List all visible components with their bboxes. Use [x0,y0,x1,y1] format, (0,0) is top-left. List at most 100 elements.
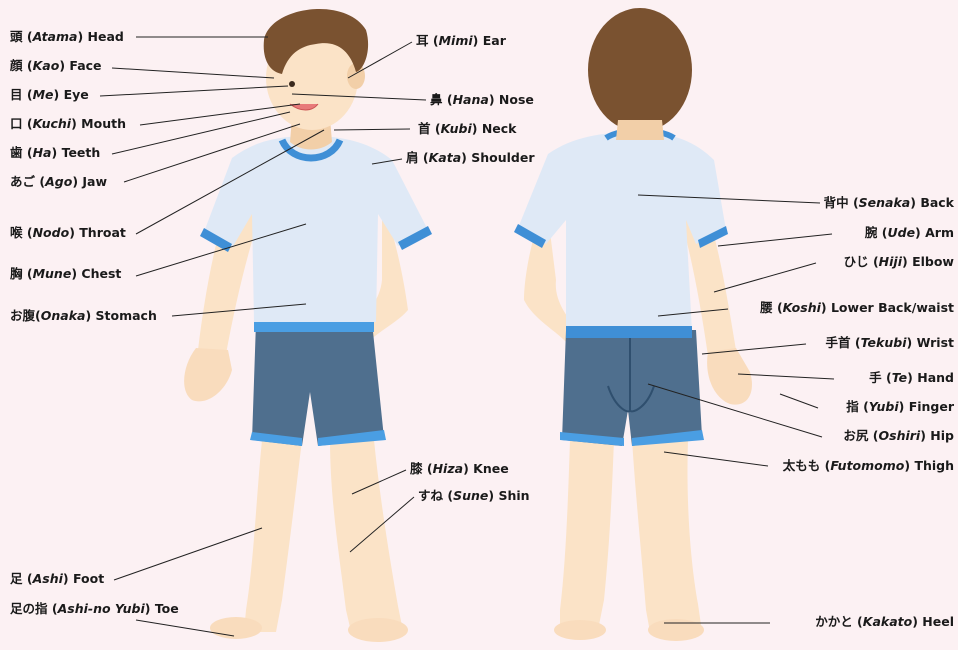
label-teeth-romaji: Ha [33,145,52,160]
leader-line-mouth [140,104,300,125]
label-teeth: 歯 (Ha) Teeth [10,145,100,161]
label-throat-romaji: Nodo [33,225,70,240]
leader-line-hand [738,374,834,379]
back-head [588,8,692,132]
front-right-foot [348,618,408,642]
back-right-foot [648,619,704,641]
label-knee-jp: 膝 [410,461,423,476]
label-foot: 足 (Ashi) Foot [10,571,104,587]
label-teeth-jp: 歯 [10,145,23,160]
label-jaw-en: Jaw [82,174,107,189]
label-toe-romaji: Ashi-no Yubi [58,601,145,616]
label-arm-jp: 腕 [865,225,878,240]
label-toe-jp: 足の指 [10,601,48,616]
leader-line-elbow [714,263,816,292]
label-jaw: あご (Ago) Jaw [10,174,107,190]
label-hip: お尻 (Oshiri) Hip [843,428,954,444]
label-heel-romaji: Kakato [863,614,912,629]
label-chest-jp: 胸 [10,266,23,281]
label-shin-jp: すね [418,488,443,503]
label-face-en: Face [69,58,101,73]
label-throat-en: Throat [79,225,126,240]
label-foot-en: Foot [73,571,104,586]
label-back-jp: 背中 [824,195,849,210]
leader-line-face [112,68,274,78]
label-eye-romaji: Me [33,87,54,102]
label-knee: 膝 (Hiza) Knee [410,461,509,477]
label-nose-jp: 鼻 [430,92,443,107]
label-arm-en: Arm [925,225,954,240]
label-eye: 目 (Me) Eye [10,87,89,103]
label-nose-romaji: Hana [453,92,489,107]
label-thigh-jp: 太もも [783,458,821,473]
label-wrist-romaji: Tekubi [861,335,907,350]
label-back: 背中 (Senaka) Back [824,195,954,211]
back-right-hand [707,348,752,405]
back-waist-trim [566,326,692,338]
label-heel: かかと (Kakato) Heel [815,614,954,630]
label-throat: 喉 (Nodo) Throat [10,225,126,241]
leader-line-foot [114,528,262,580]
label-elbow: ひじ (Hiji) Elbow [844,254,954,270]
label-hip-jp: お尻 [843,428,868,443]
label-hand-romaji: Te [892,370,907,385]
label-foot-jp: 足 [10,571,23,586]
label-knee-en: Knee [473,461,509,476]
back-left-leg [560,440,614,630]
label-shin: すね (Sune) Shin [418,488,530,504]
label-arm: 腕 (Ude) Arm [865,225,954,241]
label-finger: 指 (Yubi) Finger [846,399,954,415]
label-finger-jp: 指 [846,399,859,414]
label-lower-back-romaji: Koshi [783,300,821,315]
front-eye [289,81,295,87]
label-chest-romaji: Mune [33,266,72,281]
label-thigh-en: Thigh [914,458,954,473]
label-elbow-en: Elbow [912,254,954,269]
label-nose: 鼻 (Hana) Nose [430,92,534,108]
label-heel-en: Heel [922,614,954,629]
label-arm-romaji: Ude [887,225,915,240]
label-toe-en: Toe [155,601,179,616]
label-mouth-en: Mouth [81,116,126,131]
label-lower-back-en: Lower Back/waist [831,300,954,315]
label-thigh-romaji: Futomomo [830,458,904,473]
label-throat-jp: 喉 [10,225,23,240]
label-face-romaji: Kao [33,58,60,73]
leader-line-eye [100,86,288,96]
label-wrist-en: Wrist [917,335,954,350]
label-lower-back: 腰 (Koshi) Lower Back/waist [760,300,954,316]
label-mouth-jp: 口 [10,116,23,131]
front-figure [184,9,432,642]
label-neck-romaji: Kubi [441,121,472,136]
label-shoulder: 肩 (Kata) Shoulder [406,150,534,166]
label-hand: 手 (Te) Hand [869,370,954,386]
front-shorts [252,322,384,446]
back-figure [514,8,752,641]
label-ear-en: Ear [483,33,506,48]
label-elbow-romaji: Hiji [879,254,902,269]
label-finger-romaji: Yubi [869,399,899,414]
label-stomach-romaji: Onaka [41,308,86,323]
front-left-leg [244,440,302,632]
label-wrist-jp: 手首 [826,335,851,350]
label-hip-en: Hip [930,428,954,443]
label-jaw-jp: あご [10,174,35,189]
label-knee-romaji: Hiza [433,461,463,476]
label-head-en: Head [88,29,124,44]
label-thigh: 太もも (Futomomo) Thigh [783,458,954,474]
label-toe: 足の指 (Ashi-no Yubi) Toe [10,601,179,617]
label-mouth: 口 (Kuchi) Mouth [10,116,126,132]
label-finger-en: Finger [909,399,954,414]
label-ear-jp: 耳 [416,33,429,48]
label-head-jp: 頭 [10,29,23,44]
label-nose-en: Nose [499,92,534,107]
label-hip-romaji: Oshiri [879,428,921,443]
back-right-leg [632,440,702,632]
label-mouth-romaji: Kuchi [33,116,72,131]
label-chest-en: Chest [81,266,121,281]
label-chest: 胸 (Mune) Chest [10,266,121,282]
front-left-foot [210,617,262,639]
label-eye-en: Eye [64,87,89,102]
label-shoulder-en: Shoulder [471,150,534,165]
